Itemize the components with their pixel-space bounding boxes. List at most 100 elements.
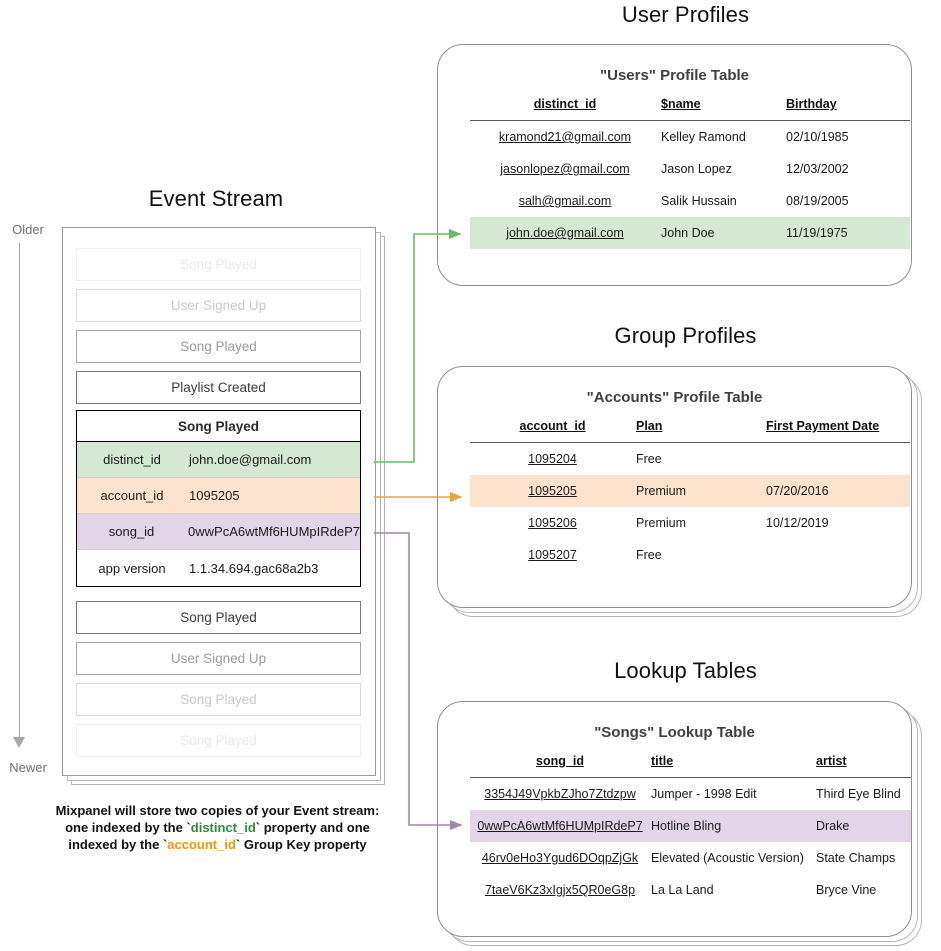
event-property-key: app version [98, 560, 166, 576]
row-cell: Jumper - 1998 Edit [651, 787, 757, 801]
caption-account-id-token: account_id [167, 837, 236, 852]
users-table-heading: "Users" Profile Table [600, 67, 749, 84]
row-cell: Free [636, 452, 662, 466]
lookup-tables-section-title: Lookup Tables [614, 658, 757, 683]
row-cell: Hotline Bling [650, 810, 815, 842]
row-cell: State Champs [816, 851, 896, 865]
row-cell: 11/19/1975 [785, 217, 910, 249]
users-table-body: kramond21@gmail.com Kelley Ramond 02/10/19… [470, 121, 910, 249]
songs-table-body: 3354J49VpkbZJho7Ztdzpw Jumper - 1998 Edit… [470, 778, 911, 907]
row-key-cell: jasonlopez@gmail.com [500, 162, 630, 176]
caption-line-3: indexed by the `account_id` Group Key pr… [40, 836, 395, 853]
row-cell: Premium [635, 475, 765, 507]
caption-line-2: one indexed by the `distinct_id` propert… [40, 819, 395, 836]
focused-event-card[interactable]: Song Played distinct_id john.doe@gmail.co… [76, 410, 361, 587]
row-key-cell: 1095207 [528, 548, 577, 562]
row-key-cell: 1095206 [528, 516, 577, 530]
event-property-value: 1095205 [189, 488, 240, 503]
row-cell: John Doe [660, 217, 785, 249]
row-cell: Elevated (Acoustic Version) [651, 851, 804, 865]
row-cell: 02/10/1985 [786, 130, 849, 144]
user-profiles-section-title: User Profiles [621, 2, 750, 27]
event-row[interactable]: Song Played [76, 724, 361, 757]
event-row[interactable]: Song Played [76, 683, 361, 716]
table-row[interactable]: 1095207 Free [470, 539, 910, 571]
table-row[interactable]: 7taeV6Kz3xIgjx5QR0eG8p La La Land Bryce Vi… [470, 874, 911, 906]
event-stream-caption: Mixpanel will store two copies of your E… [40, 802, 395, 853]
row-cell: Bryce Vine [816, 883, 877, 897]
row-cell: 08/19/2005 [786, 194, 849, 208]
row-key-cell: 1095205 [470, 475, 635, 507]
row-key-cell: 46rv0eHo3Ygud6DOqpZjGk [481, 851, 639, 865]
table-row[interactable]: 1095204 Free [470, 443, 910, 476]
row-cell [765, 443, 910, 476]
timeline-axis-line [19, 243, 20, 740]
column-header: account_id [470, 418, 635, 443]
event-row[interactable]: User Signed Up [76, 642, 361, 675]
column-header: Birthday [785, 96, 910, 121]
row-cell: Kelley Ramond [661, 130, 746, 144]
row-cell [765, 539, 910, 571]
row-cell: Premium [636, 516, 687, 530]
column-header: title [650, 753, 815, 778]
event-property-value: 0wwPcA6wtMf6HUMpIRdeP7 [188, 524, 360, 539]
row-key-cell: kramond21@gmail.com [498, 130, 632, 144]
row-cell: La La Land [651, 883, 714, 897]
row-cell: Jason Lopez [661, 162, 732, 176]
table-row[interactable]: jasonlopez@gmail.com Jason Lopez 12/03/200… [470, 153, 910, 185]
column-header: artist [815, 753, 911, 778]
event-property-value: 1.1.34.694.gac68a2b3 [189, 560, 319, 576]
row-key-cell: 0wwPcA6wtMf6HUMpIRdeP7 [470, 810, 650, 842]
event-row[interactable]: Song Played [76, 248, 361, 281]
songs-table-heading: "Songs" Lookup Table [594, 724, 755, 741]
row-key-cell: 7taeV6Kz3xIgjx5QR0eG8p [484, 883, 636, 897]
row-cell: Drake [815, 810, 911, 842]
event-property-key: distinct_id [103, 452, 161, 467]
row-key-cell: 1095204 [528, 452, 577, 466]
table-row[interactable]: 46rv0eHo3Ygud6DOqpZjGk Elevated (Acoustic… [470, 842, 911, 874]
row-cell: Free [636, 548, 662, 562]
column-header: song_id [470, 753, 650, 778]
event-property-value: john.doe@gmail.com [189, 452, 312, 467]
row-key-cell: 3354J49VpkbZJho7Ztdzpw [484, 787, 636, 801]
row-key-cell: john.doe@gmail.com [470, 217, 660, 249]
event-property-key: account_id [100, 488, 164, 503]
focused-event-name: Song Played [77, 411, 360, 442]
group-profiles-section-title: Group Profiles [614, 323, 757, 348]
column-header: First Payment Date [765, 418, 910, 443]
caption-line-2-prefix: one indexed by the ` [65, 820, 191, 835]
table-row[interactable]: 3354J49VpkbZJho7Ztdzpw Jumper - 1998 Edit… [470, 778, 911, 811]
column-header: distinct_id [470, 96, 660, 121]
timeline-newer-label: Newer [9, 760, 47, 775]
event-property-row: account_id 1095205 [77, 478, 360, 514]
table-row[interactable]: kramond21@gmail.com Kelley Ramond 02/10/19… [470, 121, 910, 154]
caption-line-1: Mixpanel will store two copies of your E… [55, 803, 380, 818]
caption-line-3-prefix: indexed by the ` [68, 837, 168, 852]
event-stream-title: Event Stream [148, 186, 284, 211]
caption-line-2-suffix: ` property and one [255, 820, 370, 835]
caption-distinct-id-token: distinct_id [190, 820, 256, 835]
accounts-table-heading: "Accounts" Profile Table [586, 389, 763, 406]
column-header: $name [660, 96, 785, 121]
event-row[interactable]: Playlist Created [76, 371, 361, 404]
event-row[interactable]: Song Played [76, 330, 361, 363]
event-row[interactable]: User Signed Up [76, 289, 361, 322]
row-cell: 12/03/2002 [786, 162, 849, 176]
timeline-older-label: Older [12, 222, 44, 237]
event-row[interactable]: Song Played [76, 601, 361, 634]
